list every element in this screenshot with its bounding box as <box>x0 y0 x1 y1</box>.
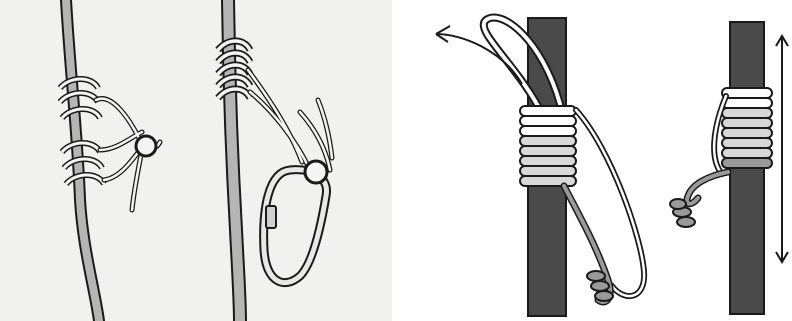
left-illustration <box>0 0 392 321</box>
right-illustration-panel <box>392 0 792 321</box>
paper-background <box>0 0 392 321</box>
left-illustration-panel <box>0 0 392 321</box>
right-illustration <box>392 0 792 321</box>
